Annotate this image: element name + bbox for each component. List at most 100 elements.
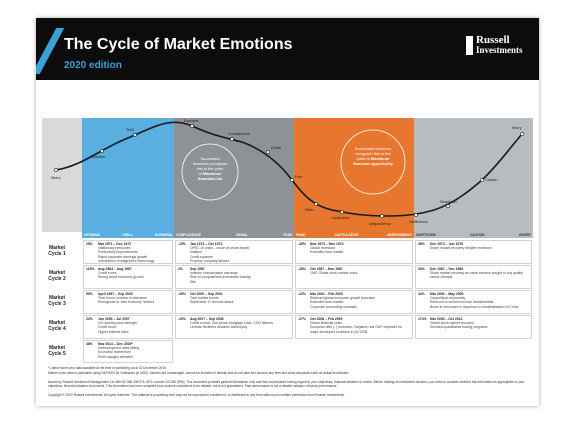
period-date: Oct 1987 – Nov 1987	[310, 267, 343, 271]
event-line: Credit boom	[98, 271, 117, 276]
period-date: Mar 1971 – Dec 1972	[98, 242, 131, 246]
russell-logo-icon	[466, 36, 473, 55]
event-line: Reduced global economic growth forecasts	[310, 296, 375, 301]
event-line: Tech boom; investor exuberance	[98, 296, 148, 301]
row-label-line-2: Cycle 3	[48, 301, 66, 307]
page-title: The Cycle of Market Emotions	[64, 36, 293, 53]
event-line: Higher interest rates	[98, 329, 129, 334]
phase-1-a: OPTIMISM	[84, 233, 100, 237]
risk-strong-1: Maximum	[203, 171, 222, 176]
risk-line-1: Successful	[200, 156, 220, 161]
phase-header-3: PANIC CAPITULATION DESPONDENCY	[294, 232, 414, 238]
phase-header-4: SKEPTICISM CAUTION WORRY	[414, 232, 533, 238]
phase-header-1: OPTIMISM THRILL EUPHORIA	[82, 232, 174, 238]
phase-band-skepticism	[414, 118, 533, 232]
risk-line-3: this is the point	[196, 166, 224, 171]
emotion-skepticism: Skepticism	[440, 200, 458, 204]
opp-line-2: recognize this is the	[355, 151, 391, 156]
risk-strong-2: financial risk	[197, 176, 223, 181]
event-line: 96s	[190, 279, 196, 284]
row-label-line-2: Cycle 1	[48, 251, 66, 257]
period-date: Dec 1974 – Jun 1976	[430, 242, 463, 246]
edition-label: 2020 edition	[64, 60, 122, 71]
event-line: Credit squeeze	[190, 254, 213, 259]
return-pct: 42%	[418, 292, 425, 296]
phase-3-a: PANIC	[296, 233, 306, 237]
period-date: Nov 1973 – Nov 1974	[310, 242, 344, 246]
event-line: Introduction of wage/price technology	[98, 258, 155, 263]
return-pct: 90%	[86, 292, 93, 296]
emotion-indifference: Indifference	[409, 220, 428, 224]
return-pct: 53%	[418, 267, 425, 271]
period-date: Mar 2002 – Feb 2003	[310, 292, 343, 296]
event-line: Stimulus/quantitative easing programs	[430, 325, 488, 330]
cycle-cell: 48%Nov 2014 – Dec 2019*Unemployment rate…	[83, 340, 173, 363]
event-line: Geopolitical uncertainty	[430, 296, 466, 301]
row-label-line-2: Cycle 4	[48, 326, 66, 332]
phase-2-a: COMPLACENCE	[176, 233, 201, 237]
phase-band-optimism	[82, 118, 174, 232]
event-line: Property company failures	[190, 258, 230, 263]
phase-band-complacence	[174, 118, 294, 232]
row-label-line-2: Cycle 5	[48, 351, 66, 357]
risk-line-2: investors recognize	[192, 161, 228, 166]
opp-line-1: Successful investors	[354, 146, 392, 151]
row-label-line-1: Market	[48, 245, 66, 251]
event-line: Productivity improvements	[98, 250, 138, 255]
footnote-4: Copyright © 2020 Russell Investments. Al…	[48, 393, 345, 397]
event-line: Lehman Brothers declares bankruptcy	[190, 325, 248, 330]
emotion-thrill: Thrill	[126, 128, 134, 132]
event-line: OPEC oil crisis – crude oil prices tripl…	[190, 246, 250, 251]
opp-strong-1: Maximum	[370, 156, 390, 161]
period-date: Oct 2000 – Sep 2001	[190, 292, 223, 296]
return-pct: 48%	[86, 342, 93, 346]
emotion-cycle-chart: Worry Optimism Thrill Euphoria Complacen…	[42, 118, 533, 232]
risk-callout: Successful investors recognize this is t…	[184, 156, 236, 181]
bg-left	[42, 118, 82, 232]
footnote-2: Market cycle returns calculated using S&…	[48, 371, 350, 375]
return-pct: -28%	[178, 292, 186, 296]
opportunity-callout-ring	[340, 129, 406, 195]
event-line: Boom in resources in response to industr…	[430, 304, 519, 309]
emotion-panic: Panic	[305, 208, 314, 212]
period-date: April 1997 – Sep 2000	[98, 292, 133, 296]
phase-3-b: CAPITULATION	[334, 233, 359, 237]
return-pct: -20%	[178, 317, 186, 321]
period-date: Oct 2008 – Feb 2009	[310, 317, 343, 321]
event-line: Strong world economic growth	[98, 275, 144, 280]
emotion-despondency: Despondency	[369, 222, 391, 226]
phase-band-panic	[294, 118, 414, 232]
phase-2-c: FEAR	[283, 233, 292, 237]
event-line: Credit crunch: Sub-prime mortgage crisis…	[190, 321, 273, 326]
event-line: Global stock market recovery	[430, 321, 474, 326]
event-line: Share market recovery as value became so…	[430, 271, 523, 280]
period-date: Sep 1987	[190, 267, 205, 271]
emotion-worry: Worry	[51, 176, 61, 180]
phase-4-a: SKEPTICISM	[416, 233, 436, 237]
event-line: Emergence of 'new economy' sectors	[98, 300, 155, 305]
return-pct: -39%	[298, 242, 306, 246]
brand-line-2: Investments	[476, 45, 523, 55]
return-pct: 174%	[418, 317, 427, 321]
return-pct: -28%	[298, 267, 306, 271]
return-pct: 36%	[418, 242, 425, 246]
opportunity-callout: Successful investors recognize this is t…	[343, 146, 403, 166]
emotion-euphoria: Euphoria	[184, 119, 199, 123]
footnote-1: * Latest month-end data available at the…	[48, 366, 167, 370]
opp-strong-2: financial opportunity	[353, 161, 393, 166]
phase-1-c: EUPHORIA	[155, 233, 172, 237]
phase-3-c: DESPONDENCY	[387, 233, 412, 237]
return-pct: 115%	[86, 267, 95, 271]
event-line: Share market recovery despite recession	[430, 246, 492, 251]
return-pct: 25%	[86, 242, 93, 246]
